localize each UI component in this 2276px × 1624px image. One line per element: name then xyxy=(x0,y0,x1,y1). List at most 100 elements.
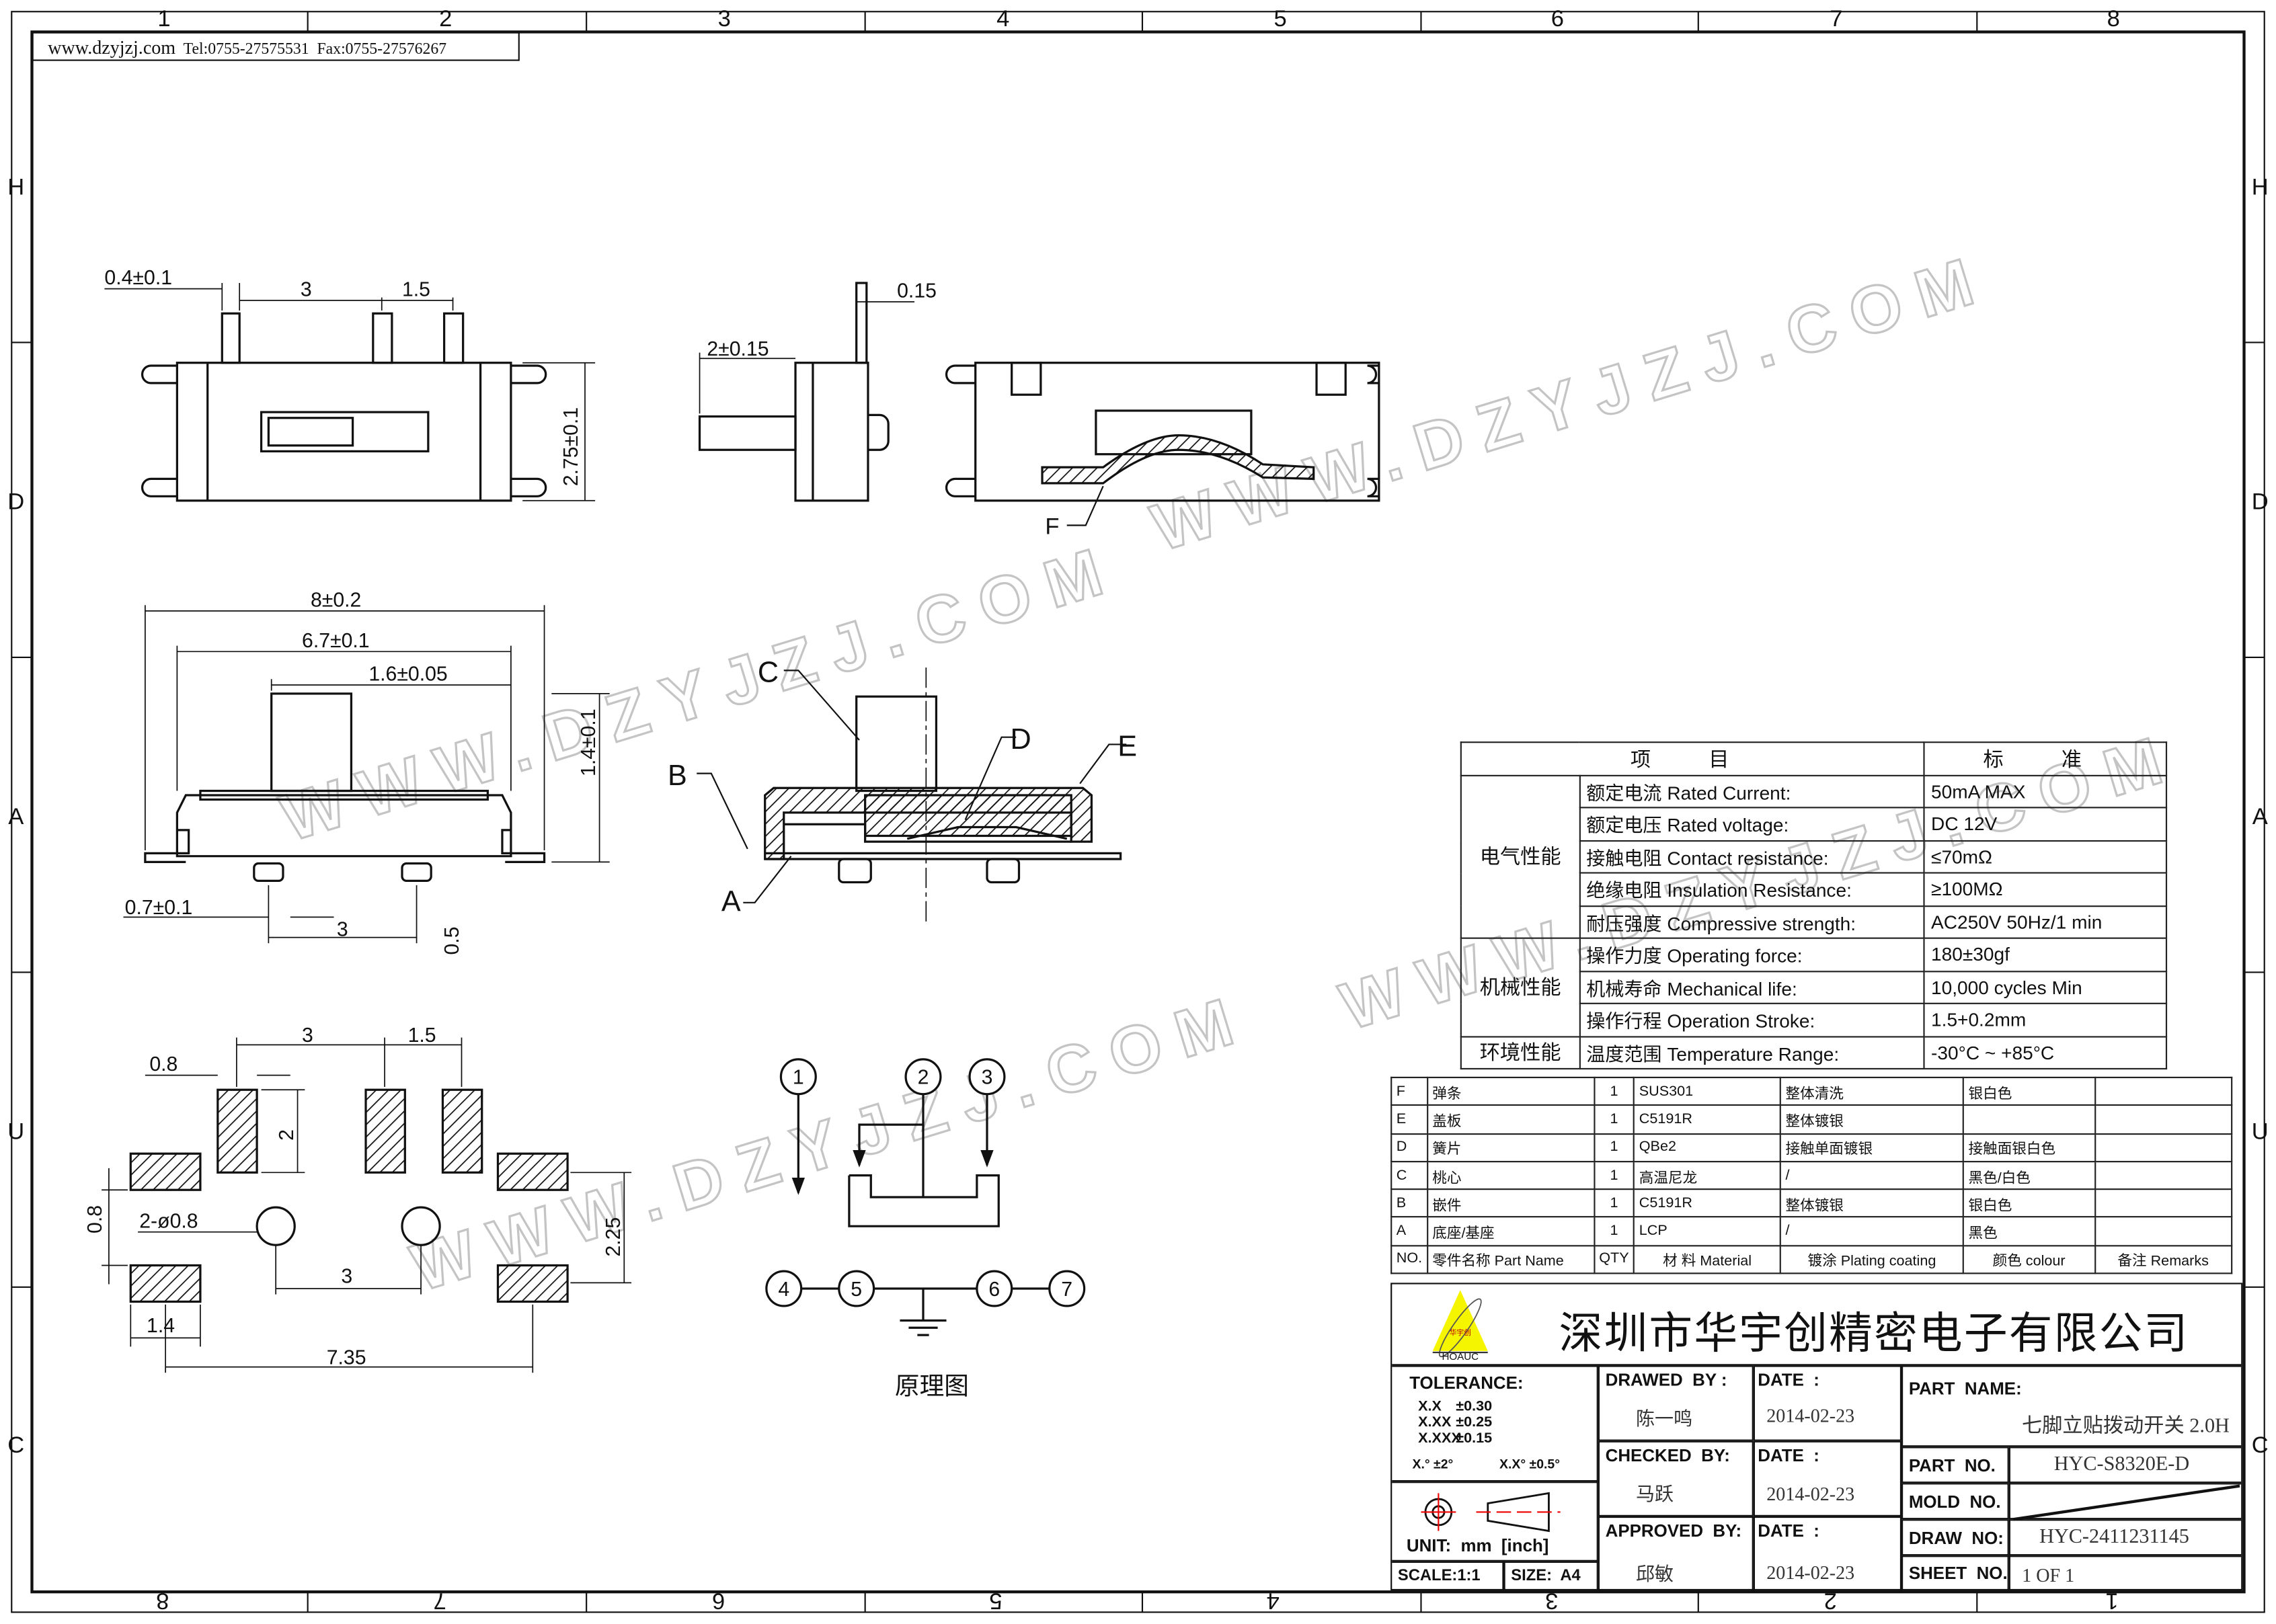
spec-name-en: Temperature Range: xyxy=(1667,1043,1840,1065)
column-label: 3 xyxy=(1545,1588,1558,1613)
part-no-label: PART NO. xyxy=(1908,1455,1996,1476)
checked-by-cell: CHECKED BY:马跃 xyxy=(1598,1440,1754,1516)
spec-name-cn: 机械寿命 xyxy=(1586,977,1662,1000)
part-callout: A xyxy=(721,886,741,918)
spec-row: 机械寿命 Mechanical life:10,000 cycles Min xyxy=(1461,970,2168,1004)
spec-row: 机械性能操作力度 Operating force:180±30gf xyxy=(1460,937,2168,1037)
parts-cell: B xyxy=(1390,1188,1428,1219)
dimension-label: 2-ø0.8 xyxy=(139,1210,198,1232)
spec-name-en: Rated voltage: xyxy=(1667,814,1789,837)
pin-number: 2 xyxy=(918,1067,929,1089)
date-cell: DATE :2014-02-23 xyxy=(1753,1365,1902,1441)
tol-format: X.XXX xyxy=(1418,1430,1461,1447)
parts-cell: 整体镀银 xyxy=(1779,1188,1965,1219)
parts-header-cell: 备注 Remarks xyxy=(2094,1244,2233,1274)
parts-cell: 嵌件 xyxy=(1426,1188,1595,1219)
row-label: H xyxy=(2252,174,2269,200)
dimension-label: 1.6±0.05 xyxy=(368,663,447,685)
spec-name-en: Insulation Resistance: xyxy=(1667,879,1852,902)
approved-by-cell: APPROVED BY:邱敏 xyxy=(1598,1516,1754,1592)
part-no-cell: HYC-S8320E-D xyxy=(2008,1447,2242,1484)
draw-no-value: HYC-2411231145 xyxy=(2039,1527,2189,1549)
parts-cell xyxy=(2094,1160,2233,1190)
spec-row: 环境性能温度范围 Temperature Range:-30°C ~ +85°C xyxy=(1460,1035,2168,1070)
parts-header-cell: QTY xyxy=(1593,1244,1635,1274)
parts-cell xyxy=(2094,1188,2233,1219)
spec-value: 50mA MAX xyxy=(1924,774,2168,809)
column-label: 1 xyxy=(2105,1588,2118,1613)
spec-value: 180±30gf xyxy=(1924,937,2168,972)
front-view-dims: 8±0.2 6.7±0.1 1.6±0.05 1.4±0.1 0.7±0.1 3… xyxy=(125,589,600,955)
sheet-frame xyxy=(11,11,2265,1613)
date-label: DATE : xyxy=(1758,1445,1819,1466)
date-value: 2014-02-23 xyxy=(1766,1483,1855,1505)
section-view xyxy=(697,667,1127,922)
company-logo: HOAUC 华宇创 xyxy=(1432,1290,1488,1363)
parts-cell: 整体清洗 xyxy=(1779,1076,1965,1106)
dimension-label: 6.7±0.1 xyxy=(302,630,370,652)
parts-cell: F xyxy=(1390,1076,1428,1106)
parts-cell: 1 xyxy=(1593,1160,1635,1190)
schematic xyxy=(765,1058,1086,1336)
pin-number: 4 xyxy=(778,1278,789,1301)
part-callout: D xyxy=(1011,723,1031,756)
tolerance-values: X.X±0.30 X.XX±0.25 X.XXX±0.15 xyxy=(1418,1399,1492,1447)
spec-row: 绝缘电阻 Insulation Resistance: ≥100MΩ xyxy=(1461,872,2168,907)
unit-label: UNIT: mm [inch] xyxy=(1406,1535,1549,1556)
spec-value: ≥100MΩ xyxy=(1924,872,2168,907)
dimension-label: 0.5 xyxy=(441,926,463,955)
date-cell: DATE :2014-02-23 xyxy=(1753,1516,1902,1592)
pin-number: 3 xyxy=(982,1067,993,1089)
dimension-label: 8±0.2 xyxy=(311,589,361,611)
row-label: H xyxy=(7,174,24,200)
spec-category: 电气性能 xyxy=(1460,774,1581,939)
part-name-label: PART NAME: xyxy=(1908,1378,2022,1399)
parts-header-cell: 镀涂 Plating coating xyxy=(1779,1244,1965,1274)
dimension-label: 3 xyxy=(337,918,348,940)
part-no-label-cell: PART NO. xyxy=(1901,1447,2009,1484)
spec-name-en: Contact resistance: xyxy=(1667,847,1829,869)
tol-value: ±0.25 xyxy=(1456,1414,1493,1431)
parts-cell: 1 xyxy=(1593,1217,1635,1246)
spec-value: -30°C ~ +85°C xyxy=(1924,1035,2168,1070)
spec-name-en: Operation Stroke: xyxy=(1667,1010,1815,1032)
part-callout: E xyxy=(1117,731,1137,763)
dimension-label: 1.4 xyxy=(147,1315,175,1337)
parts-cell: D xyxy=(1390,1133,1428,1162)
spec-category: 机械性能 xyxy=(1460,937,1581,1037)
drawed-by-label: DRAWED BY : xyxy=(1605,1369,1727,1391)
column-label: 3 xyxy=(718,6,731,32)
dimension-label: 0.4±0.1 xyxy=(104,267,172,289)
date-value: 2014-02-23 xyxy=(1766,1404,1855,1427)
drawed-by-name: 陈一鸣 xyxy=(1635,1408,1693,1430)
row-label: C xyxy=(2252,1432,2269,1458)
dimension-label: 7.35 xyxy=(327,1346,366,1369)
footprint-dims: 3 1.5 0.8 2 0.8 2-ø0.8 2.25 3 1.4 7.35 xyxy=(84,1024,625,1369)
spec-header-item: 项 目 xyxy=(1460,741,1926,776)
angle-tolerance-fine: X.X° ±0.5° xyxy=(1499,1457,1560,1472)
row-label: D xyxy=(7,489,24,515)
not-applicable-slash xyxy=(2012,1484,2240,1521)
parts-cell xyxy=(2094,1104,2233,1135)
spec-name-en: Operating force: xyxy=(1667,944,1803,967)
column-label: 7 xyxy=(1830,6,1842,32)
parts-cell: 1 xyxy=(1593,1076,1635,1106)
date-value: 2014-02-23 xyxy=(1766,1561,1855,1584)
parts-cell: 银白色 xyxy=(1962,1076,2096,1106)
angle-tolerance: X.° ±2° xyxy=(1412,1457,1454,1472)
dimension-label: 2.25 xyxy=(602,1217,625,1257)
parts-cell: / xyxy=(1779,1160,1965,1190)
spec-name-cn: 绝缘电阻 xyxy=(1586,879,1662,902)
spec-name-en: Compressive strength: xyxy=(1667,912,1856,934)
spec-value: 10,000 cycles Min xyxy=(1924,970,2168,1004)
parts-header-cell: 颜色 colour xyxy=(1962,1244,2096,1274)
parts-cell: SUS301 xyxy=(1633,1076,1782,1106)
section-callouts: C D E B A xyxy=(668,657,1137,918)
part-no-value: HYC-S8320E-D xyxy=(2053,1454,2190,1476)
part-callout: C xyxy=(758,657,779,689)
parts-cell xyxy=(2094,1076,2233,1106)
dimension-label: 2.75±0.1 xyxy=(560,407,582,486)
